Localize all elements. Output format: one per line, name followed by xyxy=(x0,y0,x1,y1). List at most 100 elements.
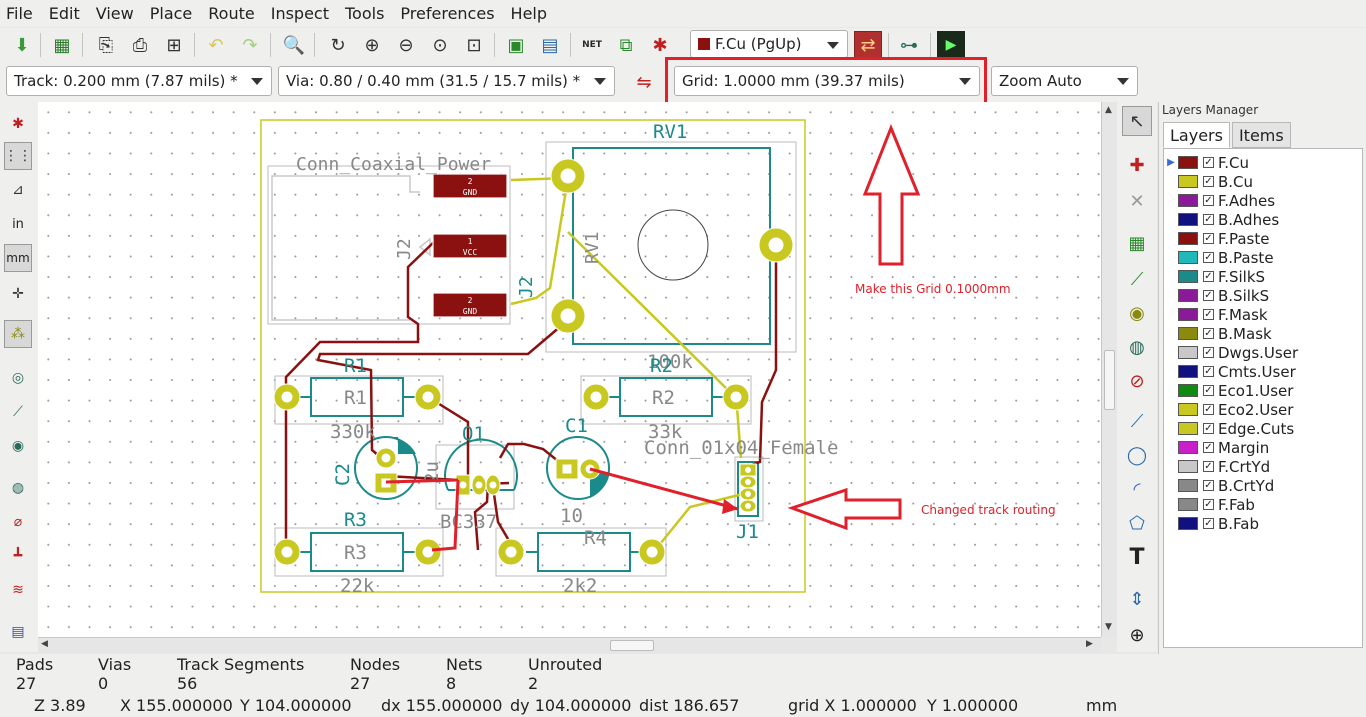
undo-icon[interactable]: ↶ xyxy=(208,34,224,56)
zoom-fit-icon[interactable]: ⊙ xyxy=(432,34,448,56)
track-width-select[interactable]: Track: 0.200 mm (7.87 mils) * xyxy=(6,66,272,96)
layer-visibility-checkbox[interactable]: ✓ xyxy=(1203,176,1214,187)
layer-color-swatch[interactable] xyxy=(1178,251,1198,264)
inch-units-icon[interactable]: in xyxy=(12,216,24,232)
layer-visibility-checkbox[interactable]: ✓ xyxy=(1203,423,1214,434)
layer-pair-icon[interactable]: ⇄ xyxy=(854,31,882,59)
menu-preferences[interactable]: Preferences xyxy=(400,4,495,23)
show-pads-icon[interactable]: ◎ xyxy=(11,370,25,386)
layer-color-swatch[interactable] xyxy=(1178,346,1198,359)
layer-row[interactable]: ✓Dwgs.User xyxy=(1164,343,1298,362)
high-contrast-icon[interactable]: ┻ xyxy=(13,548,23,564)
via-size-select[interactable]: Via: 0.80 / 0.40 mm (31.5 / 15.7 mils) * xyxy=(278,66,615,96)
drc-bug-icon[interactable]: ✱ xyxy=(652,34,668,56)
layer-row[interactable]: ✓B.Adhes xyxy=(1164,210,1279,229)
layer-color-swatch[interactable] xyxy=(1178,175,1198,188)
plot-icon[interactable]: ⊞ xyxy=(166,34,182,56)
layer-visibility-checkbox[interactable]: ✓ xyxy=(1203,499,1214,510)
footprint-editor-icon[interactable]: ▣ xyxy=(507,34,525,56)
layer-row[interactable]: ✓B.Fab xyxy=(1164,514,1259,533)
layer-visibility-checkbox[interactable]: ✓ xyxy=(1203,290,1214,301)
polar-coords-icon[interactable]: ⊿ xyxy=(12,182,24,198)
select-arrow-icon[interactable]: ↖ xyxy=(1122,106,1152,136)
microwave-icon[interactable]: ⊶ xyxy=(900,34,918,56)
horizontal-scrollbar[interactable]: ◀ ▶ xyxy=(38,637,1101,653)
menu-place[interactable]: Place xyxy=(149,4,193,23)
add-footprint-icon[interactable]: ▦ xyxy=(1128,232,1146,254)
layer-color-swatch[interactable] xyxy=(1178,156,1198,169)
grid-select[interactable]: Grid: 1.0000 mm (39.37 mils) xyxy=(674,66,980,96)
layer-visibility-checkbox[interactable]: ✓ xyxy=(1203,461,1214,472)
layer-color-swatch[interactable] xyxy=(1178,365,1198,378)
add-line-icon[interactable]: ⟋ xyxy=(1130,410,1144,432)
layer-visibility-checkbox[interactable]: ✓ xyxy=(1203,233,1214,244)
menu-view[interactable]: View xyxy=(95,4,134,23)
cursor-shape-icon[interactable]: ✛ xyxy=(12,286,24,302)
layer-visibility-checkbox[interactable]: ✓ xyxy=(1203,157,1214,168)
layer-color-swatch[interactable] xyxy=(1178,422,1198,435)
layer-row[interactable]: ✓F.Fab xyxy=(1164,495,1255,514)
layer-row[interactable]: ✓Eco1.User xyxy=(1164,381,1293,400)
layer-row[interactable]: ✓Eco2.User xyxy=(1164,400,1293,419)
layer-color-swatch[interactable] xyxy=(1178,308,1198,321)
keepout-area-icon[interactable]: ⊘ xyxy=(1129,370,1145,392)
refresh-icon[interactable]: ↻ xyxy=(330,34,346,56)
grid-toggle-icon[interactable]: ⋮⋮ xyxy=(4,142,32,170)
layer-color-swatch[interactable] xyxy=(1178,498,1198,511)
add-circle-icon[interactable]: ◯ xyxy=(1126,444,1148,466)
vertical-scroll-thumb[interactable] xyxy=(1104,350,1115,410)
menu-file[interactable]: File xyxy=(6,4,33,23)
layer-visibility-checkbox[interactable]: ✓ xyxy=(1203,366,1214,377)
layer-row[interactable]: ✓B.Cu xyxy=(1164,172,1253,191)
layer-select[interactable]: F.Cu (PgUp) xyxy=(690,30,848,58)
layer-color-swatch[interactable] xyxy=(1178,479,1198,492)
layer-visibility-checkbox[interactable]: ✓ xyxy=(1203,347,1214,358)
layer-color-swatch[interactable] xyxy=(1178,194,1198,207)
tab-items[interactable]: Items xyxy=(1231,122,1291,148)
layer-color-swatch[interactable] xyxy=(1178,384,1198,397)
zoom-in-icon[interactable]: ⊕ xyxy=(364,34,380,56)
add-arc-icon[interactable]: ◜ xyxy=(1133,478,1141,500)
layer-row[interactable]: ✓Edge.Cuts xyxy=(1164,419,1294,438)
add-polygon-icon[interactable]: ⬠ xyxy=(1129,512,1145,534)
layer-row[interactable]: ✓Margin xyxy=(1164,438,1269,457)
pcb-canvas[interactable]: 2 GND 1 VCC 2 GND xyxy=(38,102,1101,637)
menu-edit[interactable]: Edit xyxy=(48,4,80,23)
print-icon[interactable]: ⎙ xyxy=(132,34,148,56)
microwave-tools-icon[interactable]: ≋ xyxy=(12,582,24,598)
place-origin-icon[interactable]: ⊕ xyxy=(1129,624,1145,646)
layer-visibility-checkbox[interactable]: ✓ xyxy=(1203,404,1214,415)
add-via-icon[interactable]: ◉ xyxy=(1129,302,1145,324)
layer-visibility-checkbox[interactable]: ✓ xyxy=(1203,195,1214,206)
menu-help[interactable]: Help xyxy=(510,4,548,23)
add-text-icon[interactable]: T xyxy=(1129,544,1145,570)
zone-fill-icon[interactable]: ◍ xyxy=(11,480,25,496)
auto-track-width-icon[interactable]: ⇋ xyxy=(636,71,652,93)
update-pcb-icon[interactable]: ⧉ xyxy=(619,34,633,56)
tab-layers[interactable]: Layers xyxy=(1163,122,1230,148)
layer-row[interactable]: ✓F.Paste xyxy=(1164,229,1269,248)
find-icon[interactable]: 🔍 xyxy=(282,34,306,56)
layer-visibility-checkbox[interactable]: ✓ xyxy=(1203,214,1214,225)
show-tracks-icon[interactable]: ⟋ xyxy=(13,404,23,420)
layer-color-swatch[interactable] xyxy=(1178,403,1198,416)
drc-marker-icon[interactable]: ✱ xyxy=(12,116,24,132)
highlight-net-icon[interactable]: ✚ xyxy=(1129,154,1145,176)
footprint-viewer-icon[interactable]: ▤ xyxy=(541,34,559,56)
layer-row[interactable]: ✓B.Paste xyxy=(1164,248,1274,267)
add-zone-icon[interactable]: ◍ xyxy=(1129,336,1145,358)
layer-color-swatch[interactable] xyxy=(1178,213,1198,226)
board-setup-icon[interactable]: ▦ xyxy=(53,34,71,56)
layer-row[interactable]: ✓B.CrtYd xyxy=(1164,476,1274,495)
layer-visibility-checkbox[interactable]: ✓ xyxy=(1203,385,1214,396)
menu-route[interactable]: Route xyxy=(208,4,255,23)
layers-manager-toggle-icon[interactable]: ▤ xyxy=(11,624,25,640)
zone-outline-icon[interactable]: ⌀ xyxy=(13,514,23,530)
layer-visibility-checkbox[interactable]: ✓ xyxy=(1203,518,1214,529)
layer-row[interactable]: ✓F.Mask xyxy=(1164,305,1268,324)
zoom-selection-icon[interactable]: ⊡ xyxy=(466,34,482,56)
layer-color-swatch[interactable] xyxy=(1178,270,1198,283)
layer-row[interactable]: ✓B.SilkS xyxy=(1164,286,1269,305)
layer-visibility-checkbox[interactable]: ✓ xyxy=(1203,328,1214,339)
ratsnest-icon[interactable]: ⁂ xyxy=(4,320,32,348)
